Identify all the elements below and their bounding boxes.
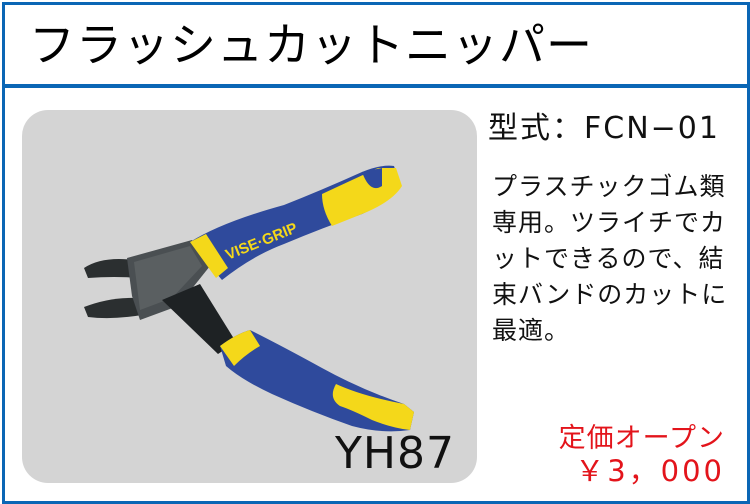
product-photo: VISE·GRIP YH87 xyxy=(22,110,477,483)
title-bar: フラッシュカットニッパー xyxy=(5,5,747,88)
price-value: ￥3，000 xyxy=(575,454,725,488)
description-line: 最適。 xyxy=(492,316,571,345)
description-line: 束バンドのカットに xyxy=(492,280,728,309)
price-label: 定価オープン xyxy=(558,423,725,454)
description-line: 専用。ツライチでカ xyxy=(492,208,727,237)
model-number: 型式：FCN−01 xyxy=(488,111,720,146)
product-code: YH87 xyxy=(335,428,455,479)
description-line: ットできるので、結 xyxy=(492,244,725,273)
page-title: フラッシュカットニッパー xyxy=(29,18,593,72)
price-block: 定価オープン ￥3，000 xyxy=(559,423,725,487)
description-line: プラスチックゴム類 xyxy=(492,172,726,201)
product-description: プラスチックゴム類 専用。ツライチでカ ットできるので、結 束バンドのカットに … xyxy=(492,169,742,349)
pliers-icon: VISE·GRIP xyxy=(84,165,414,432)
